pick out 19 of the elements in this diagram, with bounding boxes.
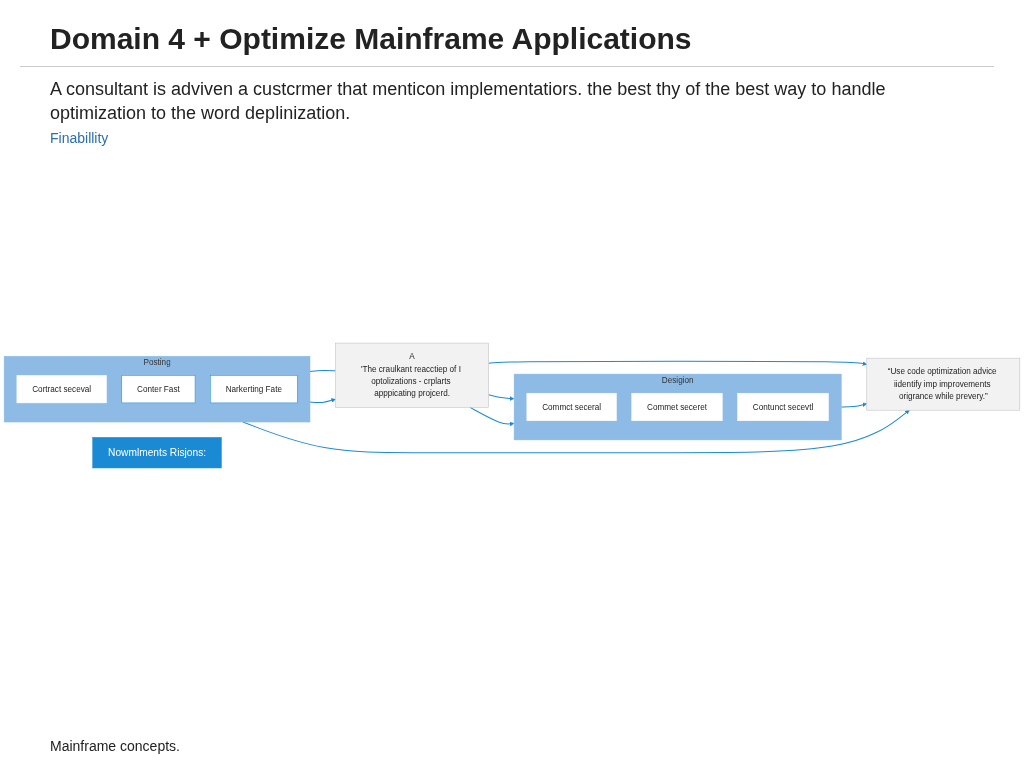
arrow [840, 402, 867, 408]
caption: Mainframe concepts. [50, 738, 180, 754]
arrow [488, 360, 867, 366]
arrow [488, 394, 515, 401]
title: Domain 4 + Optimize Mainframe Applications [20, 0, 994, 67]
node-box: Narkerting Fate [210, 375, 298, 404]
arrow [469, 406, 515, 427]
node-box: Cortract seceval [16, 375, 107, 404]
arrow [309, 398, 336, 404]
connector [309, 370, 336, 373]
node-box: Contunct secevtl [737, 393, 829, 422]
node-box: A 'The craulkant reacctiep of I optolizations - crplarts apppicating projcerd. [335, 342, 489, 408]
description: A consultant is adviven a custcrmer that menticon implementatiors. the best thy of the best way to handle optimization to the word deplinization. [50, 78, 887, 126]
node-box: Nowmlments Risjons: [92, 437, 222, 469]
node-box: Commet seceret [631, 393, 723, 422]
section-heading: Finabillity [50, 129, 109, 146]
node-box: Commct seceral [526, 393, 617, 422]
node-box: Conter Fast [121, 375, 196, 404]
node-box: “Use code optimization advice iidentify imp improvements origrance while prevery.” [866, 357, 1021, 411]
